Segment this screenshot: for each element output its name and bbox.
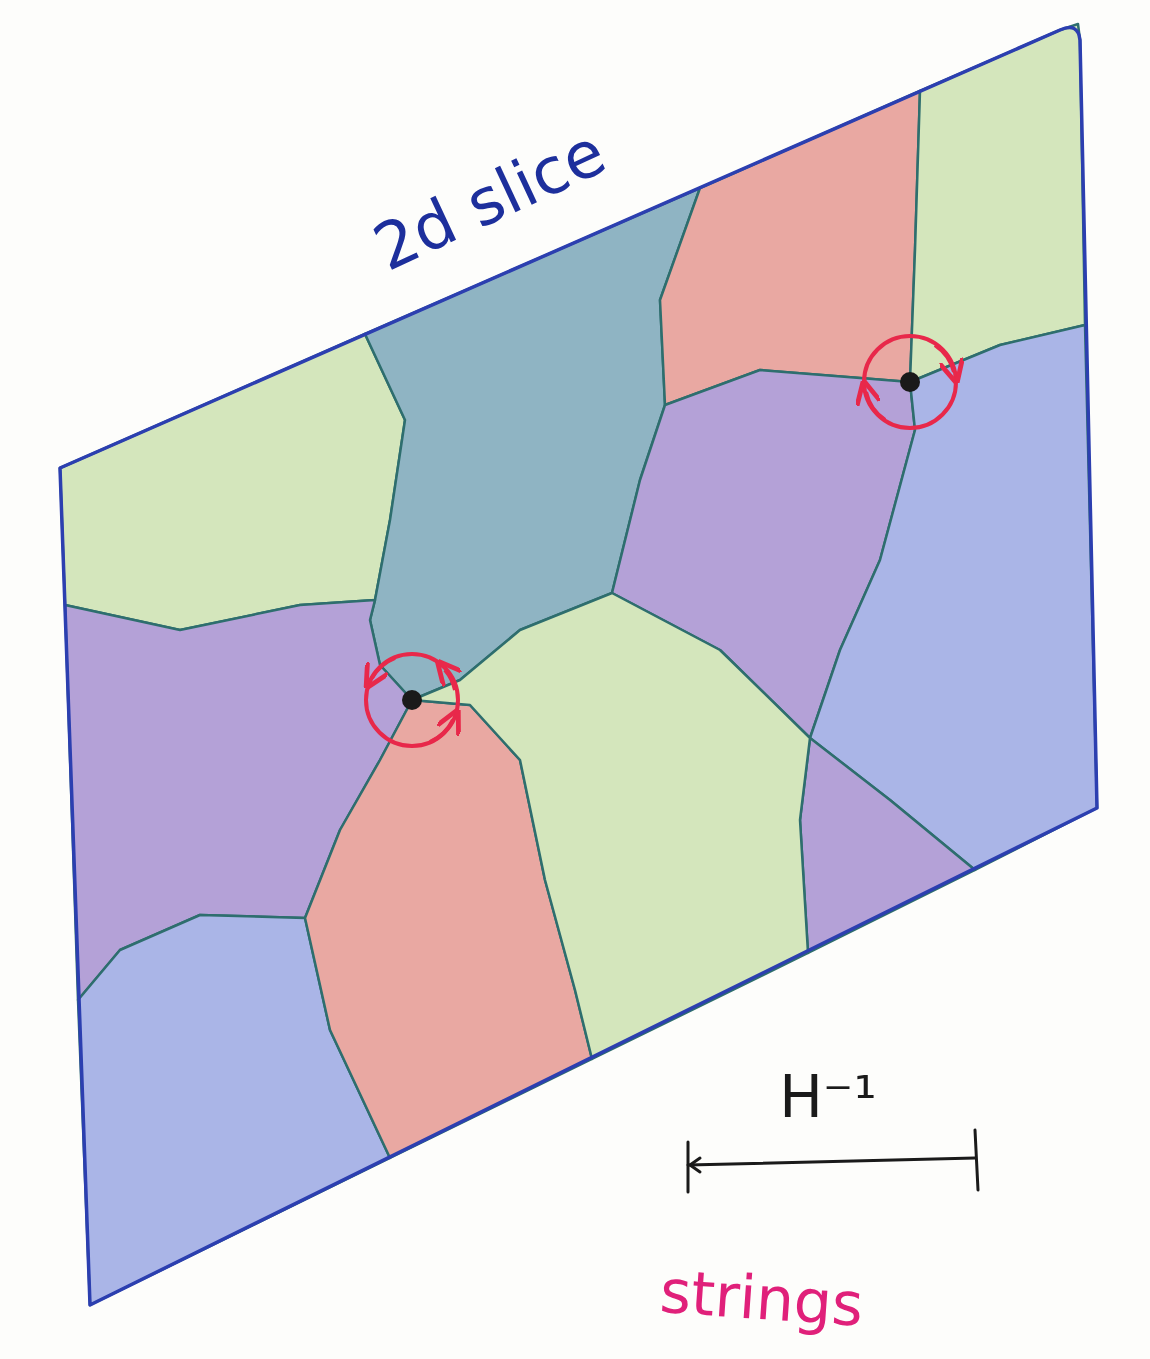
green-domain: [412, 593, 810, 1059]
green-domain: [910, 24, 1085, 382]
winding-arrow: [430, 720, 453, 742]
winding-arrow: [866, 392, 885, 420]
scale-tick: [975, 1130, 978, 1190]
slice-outline: [60, 28, 1097, 1305]
green-domain: [60, 334, 405, 630]
string-core: [402, 690, 422, 710]
domain-regions: [60, 24, 1097, 1305]
red-domain: [660, 91, 920, 405]
purple-domain: [800, 738, 975, 953]
winding-arrow: [372, 658, 395, 678]
string-core: [900, 372, 920, 392]
scale-bar: [688, 1130, 978, 1192]
scale-tick: [687, 1142, 690, 1192]
winding-circle: [366, 654, 458, 746]
string-markers: [366, 336, 956, 746]
winding-arrow: [445, 670, 455, 690]
winding-arrow: [935, 345, 954, 372]
winding-circle: [864, 336, 956, 428]
scale-arrow: [690, 1158, 700, 1172]
scale-label: H⁻¹: [779, 1066, 876, 1130]
strings-label: strings: [658, 1258, 866, 1338]
scale-line: [688, 1158, 975, 1165]
